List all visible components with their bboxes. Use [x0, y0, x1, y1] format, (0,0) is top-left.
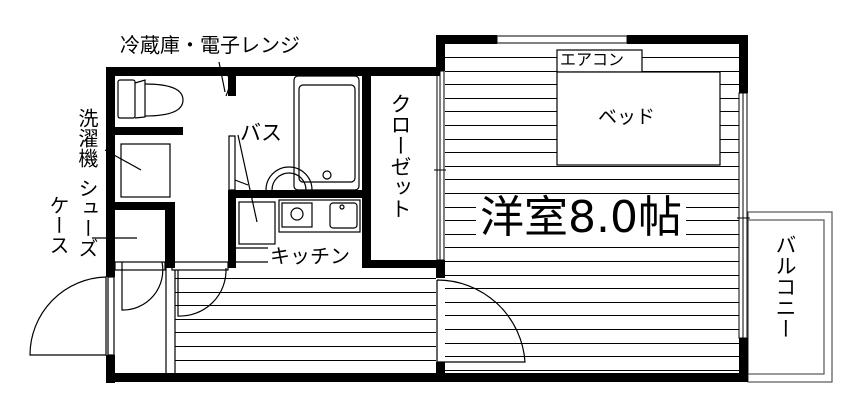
bed — [556, 71, 721, 166]
doors — [29, 75, 526, 373]
label-bed: ベッド — [598, 106, 656, 128]
label-washing-machine: 洗濯機 — [75, 108, 99, 168]
label-balcony: バルコニー — [773, 234, 797, 339]
washing-machine — [120, 143, 171, 198]
toilet-bowl — [144, 83, 184, 117]
fixtures — [92, 49, 721, 263]
label-western-room: 洋室8.0帖 — [476, 196, 686, 240]
bathtub — [293, 75, 360, 191]
toilet-tank — [117, 79, 136, 119]
stove — [281, 202, 313, 228]
label-closet: クローゼット — [388, 93, 412, 219]
label-bath: バス — [240, 121, 282, 145]
kitchen-counter — [278, 199, 361, 233]
label-shoe-case-cont: ケース — [46, 195, 70, 255]
sink — [329, 202, 358, 229]
label-shoe-case: シューズ — [75, 178, 99, 258]
walls — [106, 35, 748, 383]
label-fridge-microwave: 冷蔵庫・電子レンジ — [120, 33, 300, 57]
balcony — [747, 211, 833, 383]
label-air-conditioner: エアコン — [560, 50, 625, 69]
windows — [434, 35, 750, 339]
refrigerator — [238, 201, 276, 245]
label-kitchen: キッチン — [270, 244, 350, 268]
